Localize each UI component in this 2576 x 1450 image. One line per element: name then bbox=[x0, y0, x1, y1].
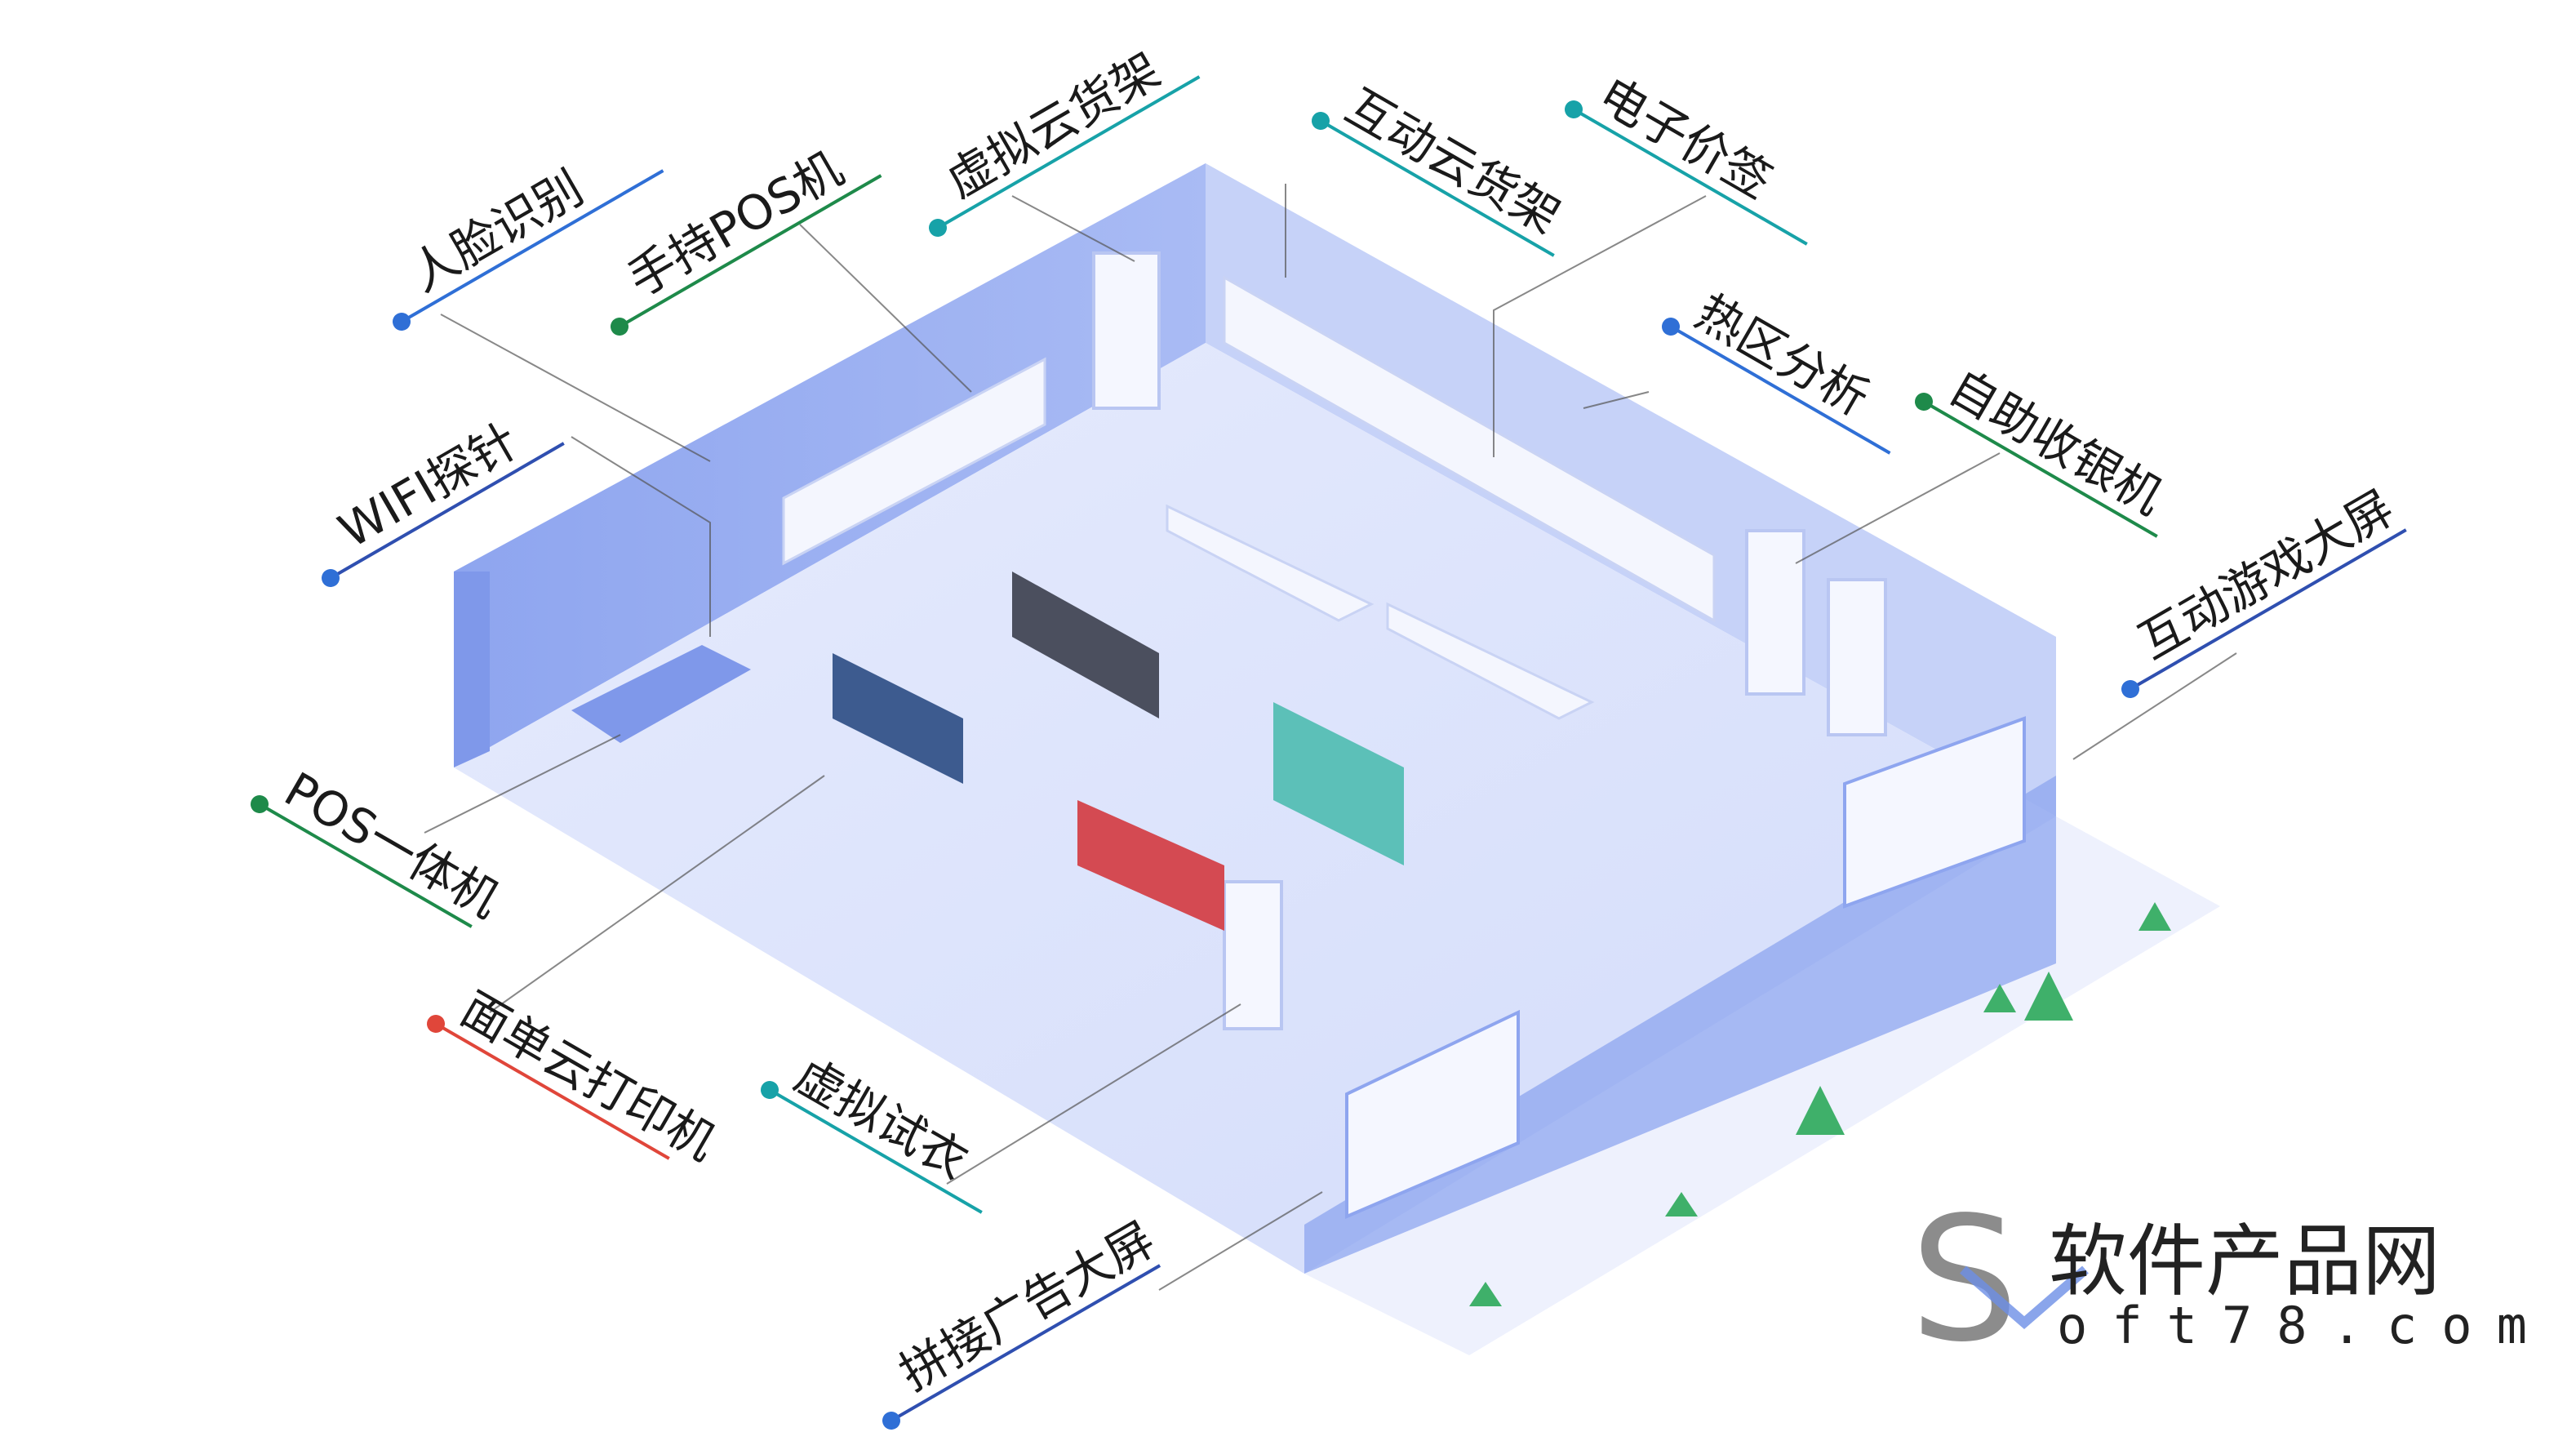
label-face-recognition: 人脸识别 bbox=[393, 160, 664, 331]
label-text: 面单云打印机 bbox=[451, 981, 725, 1172]
clothing-racks bbox=[833, 572, 1404, 931]
back-left-wall bbox=[454, 163, 1206, 767]
label-text: 自助收银机 bbox=[1939, 359, 2172, 526]
dot-icon bbox=[2121, 680, 2139, 698]
store-model bbox=[454, 163, 2220, 1355]
self-checkout-kiosk bbox=[1745, 529, 1805, 696]
dot-icon bbox=[1312, 112, 1330, 130]
connector-lines bbox=[424, 184, 2237, 1291]
label-interactive-cloud-shelf: 互动云货架 bbox=[1312, 78, 1569, 257]
label-text: POS一体机 bbox=[275, 762, 509, 929]
dot-icon bbox=[1662, 318, 1680, 336]
label-text: 热区分析 bbox=[1686, 284, 1878, 427]
label-text: 手持POS机 bbox=[619, 140, 852, 308]
bag-shelf bbox=[782, 357, 1046, 566]
virtual-fitting-mirror bbox=[1223, 880, 1283, 1030]
label-electronic-price-tag: 电子价签 bbox=[1565, 67, 1808, 246]
label-handheld-pos: 手持POS机 bbox=[611, 140, 882, 336]
dot-icon bbox=[929, 219, 947, 237]
label-text: 互动游戏大屏 bbox=[2130, 480, 2403, 670]
label-text: 拼接广告大屏 bbox=[890, 1212, 1164, 1402]
dot-icon bbox=[251, 795, 269, 813]
bench-2 bbox=[1386, 602, 1595, 720]
shoe-shelf bbox=[1223, 275, 1716, 623]
label-text: WIFI探针 bbox=[330, 412, 528, 558]
label-cloud-label-printer: 面单云打印机 bbox=[427, 981, 726, 1172]
game-screen bbox=[1843, 716, 2026, 909]
trees bbox=[1469, 902, 2171, 1306]
label-heatmap-analysis: 热区分析 bbox=[1662, 284, 1891, 455]
dot-icon bbox=[393, 313, 411, 331]
label-spliced-ad-screen: 拼接广告大屏 bbox=[882, 1212, 1164, 1430]
dot-icon bbox=[1565, 100, 1583, 118]
virtual-shelf-screen bbox=[1092, 251, 1161, 410]
watermark: S 软件产品网 oft78.com bbox=[1910, 1180, 2552, 1380]
dot-icon bbox=[322, 569, 340, 587]
dot-icon bbox=[611, 318, 628, 336]
front-wall-left bbox=[454, 572, 490, 767]
watermark-cn: 软件产品网 bbox=[2049, 1216, 2441, 1307]
bench bbox=[1166, 504, 1375, 622]
ad-screen bbox=[1345, 1009, 1520, 1220]
dot-icon bbox=[761, 1081, 779, 1099]
label-text: 电子价签 bbox=[1589, 67, 1781, 210]
label-text: 虚拟试衣 bbox=[785, 1047, 977, 1190]
checkmark-icon bbox=[1960, 1265, 2089, 1329]
self-checkout-kiosk-2 bbox=[1827, 578, 1887, 736]
label-pos-terminal: POS一体机 bbox=[251, 762, 509, 929]
label-text: 人脸识别 bbox=[401, 160, 593, 303]
dot-icon bbox=[427, 1015, 445, 1033]
watermark-logo: S bbox=[1910, 1180, 2019, 1380]
label-text: 互动云货架 bbox=[1336, 78, 1569, 245]
pos-counter bbox=[571, 645, 751, 743]
dot-icon bbox=[1915, 393, 1933, 411]
dot-icon bbox=[882, 1412, 900, 1430]
watermark-en: oft78.com bbox=[2057, 1296, 2552, 1355]
label-self-checkout: 自助收银机 bbox=[1915, 359, 2172, 538]
label-text: 虚拟云货架 bbox=[937, 42, 1170, 209]
